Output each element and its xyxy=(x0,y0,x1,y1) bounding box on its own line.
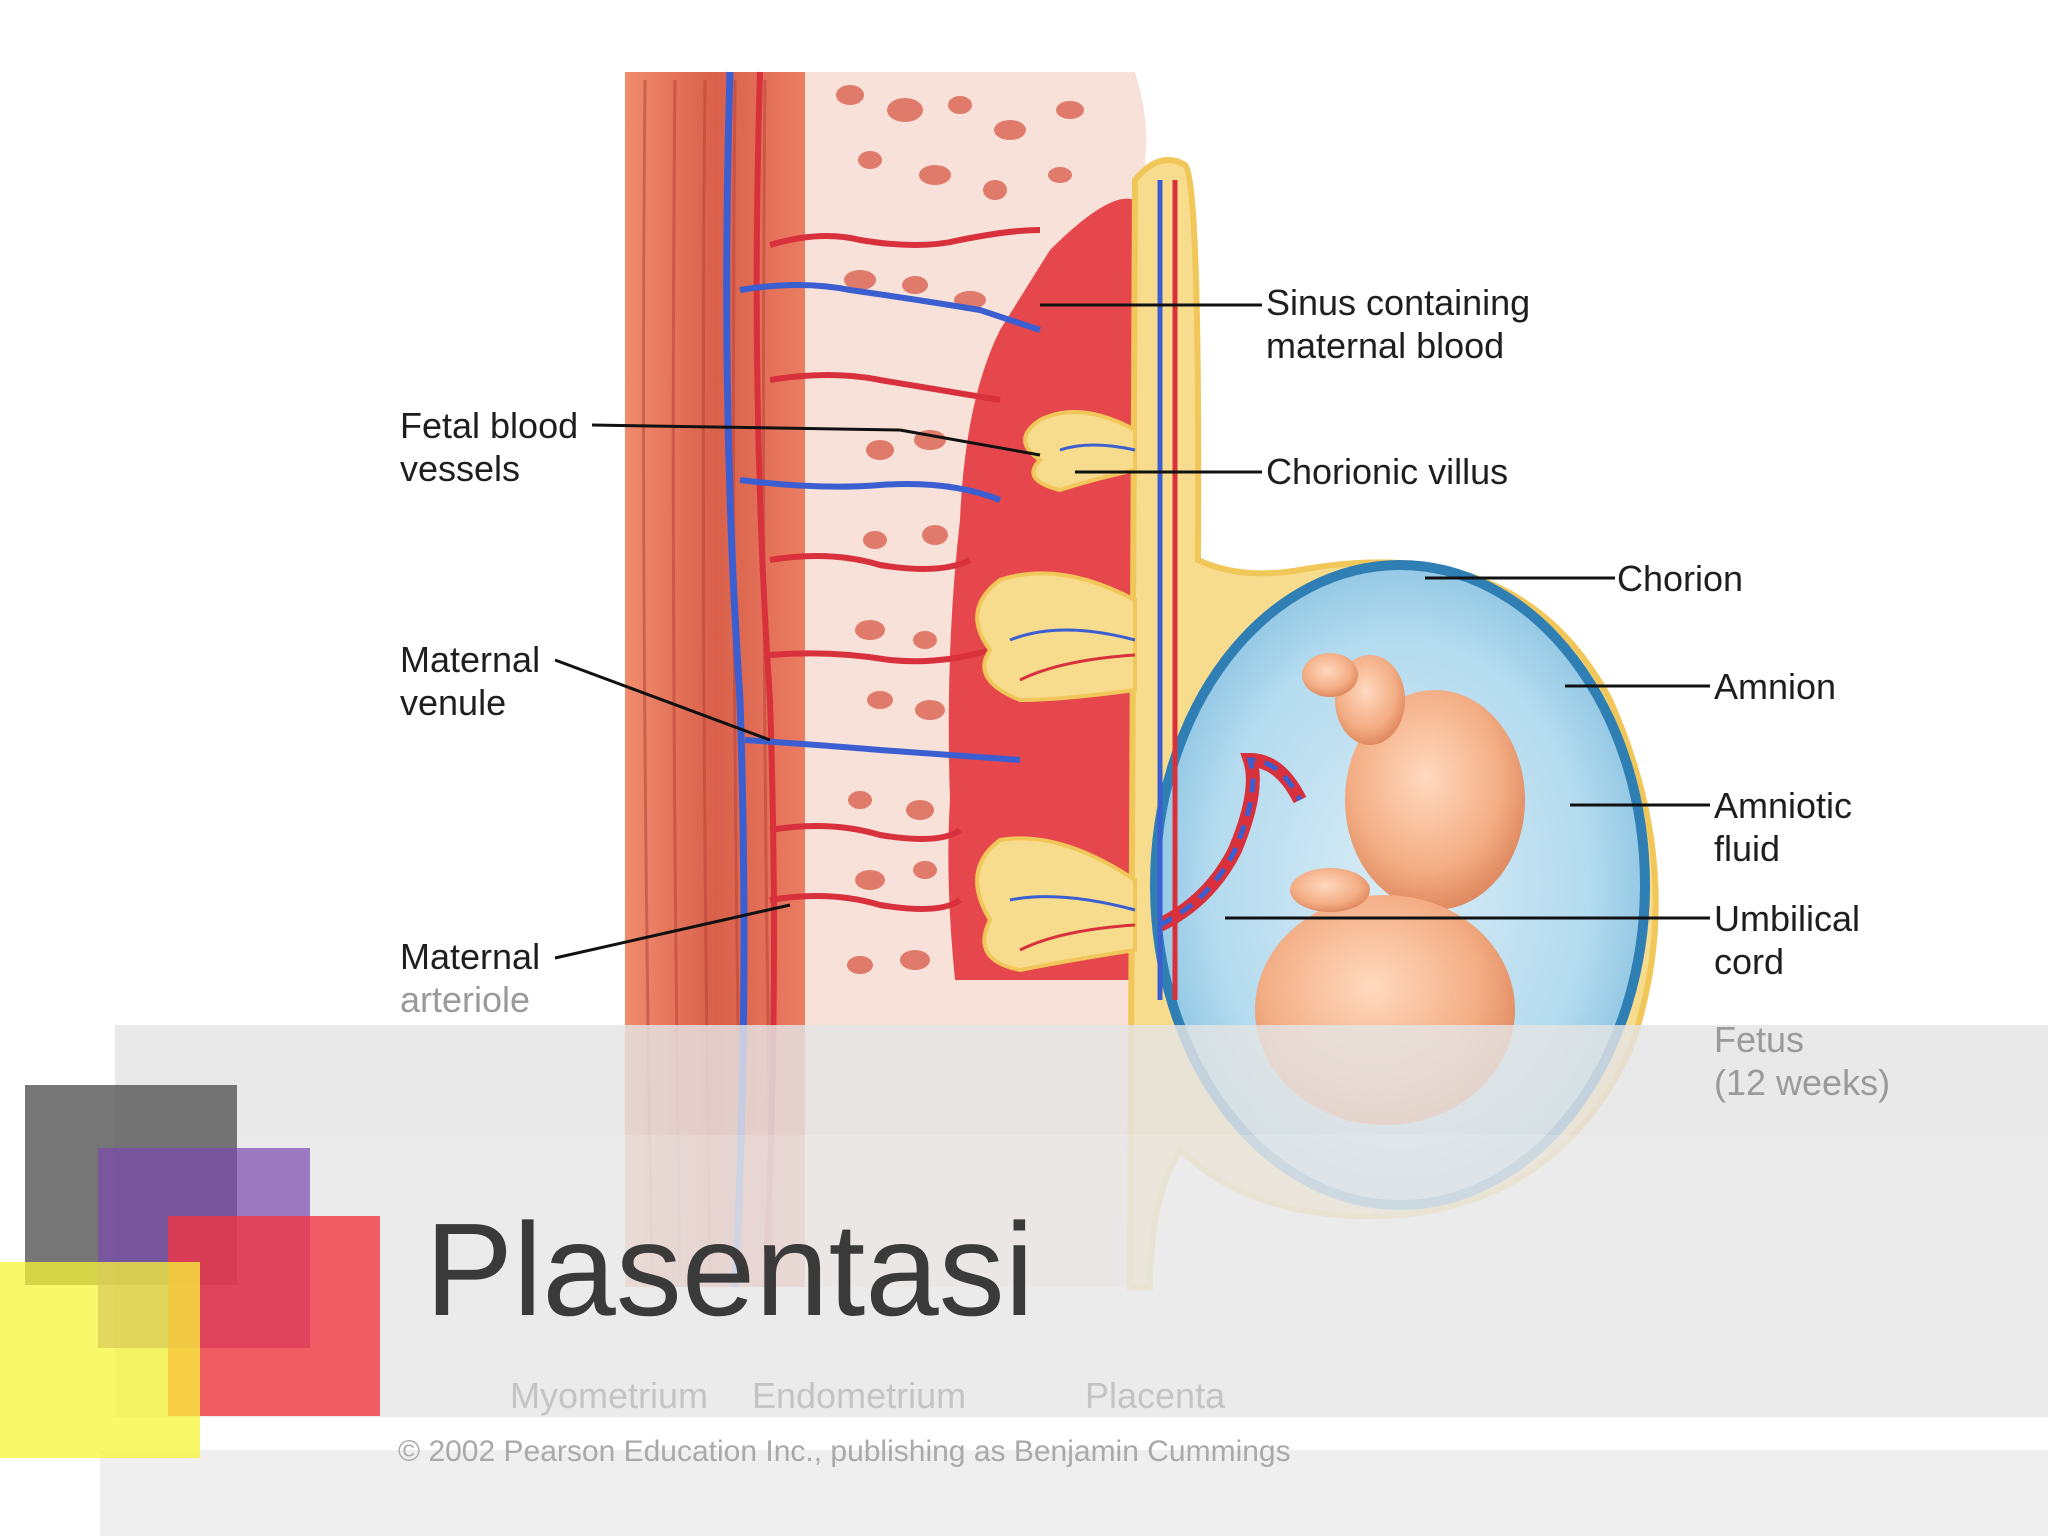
title-band-top xyxy=(115,1025,2048,1135)
label-sinus: Sinus containing maternal blood xyxy=(1266,282,1531,366)
label-chorion: Chorion xyxy=(1617,558,1744,599)
label-maternal-venule: Maternal venule xyxy=(400,639,541,723)
label-amniotic-fluid: Amniotic fluid xyxy=(1714,785,1853,869)
label-maternal-arteriole-bottom: arteriole xyxy=(400,979,531,1020)
label-myometrium: Myometrium xyxy=(510,1375,709,1416)
label-fetus: Fetus (12 weeks) xyxy=(1714,1019,1891,1103)
label-umbilical-cord: Umbilical cord xyxy=(1714,898,1861,982)
label-fetal-blood-vessels: Fetal blood vessels xyxy=(400,405,579,489)
label-amnion: Amnion xyxy=(1714,666,1837,707)
leader-fetal-vessels xyxy=(591,423,901,432)
title-band xyxy=(115,1135,2048,1417)
label-chorionic-villus: Chorionic villus xyxy=(1266,451,1509,492)
copyright-credit: © 2002 Pearson Education Inc., publishin… xyxy=(398,1435,1291,1468)
deco-square-red xyxy=(168,1216,380,1416)
deco-square-yellow xyxy=(0,1262,200,1458)
leader-maternal-arteriole xyxy=(554,903,791,960)
slide-title: Plasentasi xyxy=(425,1196,1035,1343)
label-endometrium: Endometrium xyxy=(752,1375,967,1416)
label-placenta: Placenta xyxy=(1085,1375,1226,1416)
leader-maternal-venule xyxy=(554,658,771,742)
label-maternal-arteriole-top: Maternal xyxy=(400,936,541,977)
footer-band xyxy=(100,1450,2048,1536)
